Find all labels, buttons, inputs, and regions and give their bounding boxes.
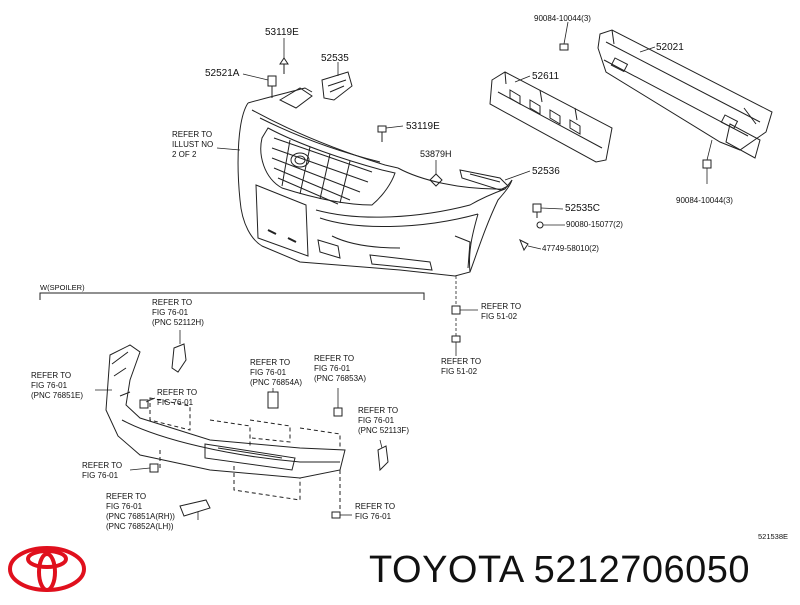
toyota-logo-icon bbox=[8, 546, 86, 592]
spoiler-leader-lines bbox=[95, 330, 383, 520]
part-label-52536: 52536 bbox=[532, 166, 560, 177]
part-label-53879h: 53879H bbox=[420, 149, 452, 159]
part-label-52521a: 52521A bbox=[205, 68, 240, 79]
upper-brackets-drawing bbox=[267, 43, 712, 343]
part-label-52535: 52535 bbox=[321, 53, 349, 64]
bumper-reinforcement-drawing bbox=[597, 29, 773, 159]
spoiler-drawing bbox=[105, 343, 389, 519]
part-label-52021: 52021 bbox=[656, 42, 684, 53]
upper-leader-lines bbox=[216, 21, 713, 356]
spoiler-frame bbox=[39, 292, 425, 300]
illustration-code: 521538E bbox=[758, 532, 789, 541]
part-label-53119e-mid: 53119E bbox=[406, 121, 440, 132]
part-label-90084-bottom: 90084-10044(3) bbox=[676, 196, 733, 205]
brand-part-number: TOYOTA 5212706050 bbox=[369, 549, 751, 591]
part-label-47749: 47749-58010(2) bbox=[542, 244, 599, 253]
part-label-52535c: 52535C bbox=[565, 203, 601, 214]
spoiler-label: W(SPOILER) bbox=[40, 283, 85, 292]
part-label-90080: 90080-15077(2) bbox=[566, 220, 623, 229]
part-label-52611: 52611 bbox=[532, 71, 560, 82]
energy-absorber-drawing bbox=[489, 71, 613, 163]
part-label-90084-top: 90084-10044(3) bbox=[534, 14, 591, 23]
part-label-53119e-top: 53119E bbox=[265, 27, 299, 38]
bumper-cover-drawing bbox=[237, 87, 513, 277]
